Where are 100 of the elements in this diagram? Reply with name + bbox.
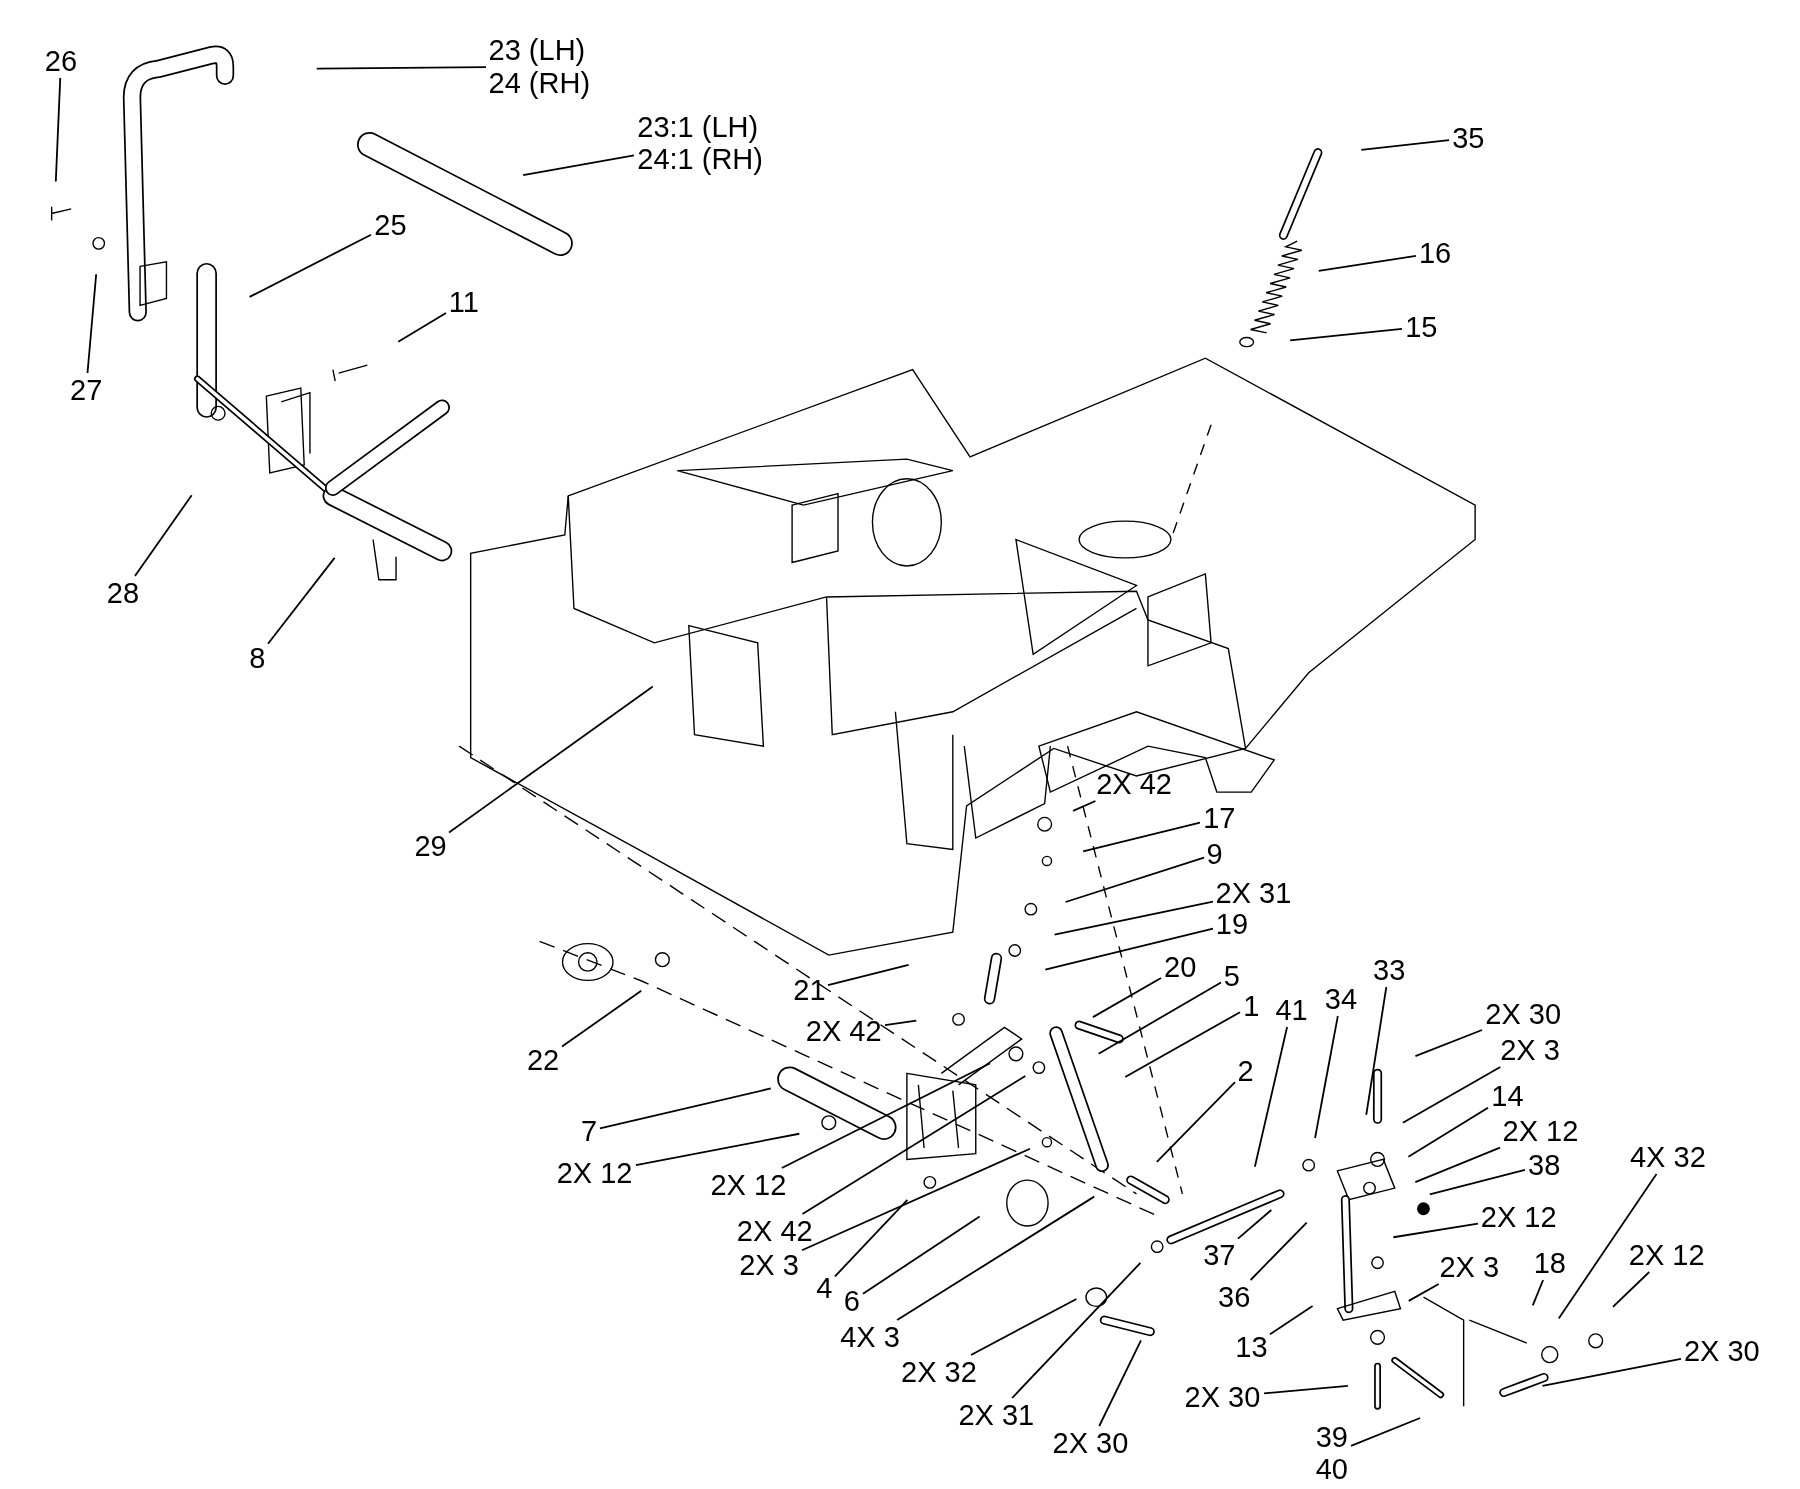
callout-number: 2X 31 bbox=[1215, 877, 1292, 910]
leader-line bbox=[635, 1132, 801, 1167]
callout-number: 5 bbox=[1223, 959, 1240, 993]
leader-line bbox=[561, 989, 643, 1048]
callout-number: 11 bbox=[448, 285, 479, 319]
leader-line bbox=[1407, 1283, 1440, 1302]
callout-number: 2X 32 bbox=[901, 1355, 977, 1389]
leader-line bbox=[827, 963, 910, 987]
leader-line bbox=[1011, 1262, 1142, 1399]
callout-number: 2X 12 bbox=[556, 1157, 633, 1190]
callout-number: 29 bbox=[414, 830, 447, 863]
leader-line bbox=[1407, 1106, 1489, 1158]
callout-number: 21 bbox=[793, 973, 826, 1006]
leader-line bbox=[86, 273, 98, 374]
leader-line bbox=[1365, 986, 1388, 1116]
callout-number: 4X 3 bbox=[840, 1321, 900, 1354]
callout-number: 2X 31 bbox=[958, 1399, 1035, 1432]
callout-number: 16 bbox=[1418, 236, 1452, 269]
callout-number: 38 bbox=[1528, 1149, 1561, 1182]
callout-number: 14 bbox=[1491, 1080, 1524, 1113]
callout-number: 26 bbox=[44, 44, 78, 78]
leader-line bbox=[1249, 1221, 1308, 1281]
leader-line bbox=[1350, 1417, 1421, 1447]
callout-number: 15 bbox=[1405, 311, 1438, 344]
callout-number: 13 bbox=[1235, 1330, 1268, 1363]
leader-line bbox=[801, 1075, 1027, 1215]
callout-number: 2X 30 bbox=[1184, 1381, 1261, 1414]
leader-line bbox=[267, 557, 336, 645]
leader-line bbox=[1414, 1146, 1501, 1183]
leader-line bbox=[1124, 1011, 1241, 1078]
leader-line bbox=[1428, 1169, 1526, 1196]
callout-number: 2X 3 bbox=[1439, 1251, 1500, 1284]
callout-number: 2X 3 bbox=[739, 1249, 799, 1282]
leader-line bbox=[1531, 1279, 1544, 1307]
leader-line bbox=[1253, 1026, 1288, 1168]
leader-line bbox=[1314, 1015, 1339, 1139]
leader-line bbox=[1237, 1209, 1273, 1240]
leader-line bbox=[397, 312, 447, 343]
leader-line bbox=[1092, 977, 1162, 1019]
leader-line bbox=[1097, 981, 1222, 1055]
callout-number: 2X 42 bbox=[805, 1014, 882, 1048]
leader-line bbox=[1072, 800, 1097, 812]
leader-line bbox=[1317, 255, 1417, 272]
callout-number: 18 bbox=[1533, 1246, 1566, 1280]
callout-number: 23:1 (LH) 24:1 (RH) bbox=[637, 111, 763, 176]
leader-line bbox=[1064, 856, 1205, 903]
leader-line bbox=[1155, 1081, 1236, 1163]
callout-number: 4X 32 bbox=[1630, 1141, 1706, 1174]
leader-line bbox=[884, 1019, 918, 1026]
callout-number: 2X 30 bbox=[1683, 1335, 1760, 1368]
callout-number: 2X 12 bbox=[710, 1168, 787, 1202]
callout-number: 2X 30 bbox=[1052, 1427, 1129, 1460]
leader-line bbox=[1044, 927, 1214, 971]
leader-line bbox=[1360, 139, 1450, 151]
leader-line bbox=[134, 494, 193, 577]
callout-number: 41 bbox=[1275, 994, 1308, 1027]
callout-number: 8 bbox=[249, 641, 266, 675]
callout-number: 2X 12 bbox=[1628, 1238, 1705, 1272]
leader-line bbox=[1098, 1339, 1142, 1427]
callout-number: 37 bbox=[1203, 1238, 1236, 1272]
leader-line bbox=[1289, 328, 1403, 342]
callout-number: 2X 12 bbox=[1502, 1114, 1579, 1148]
callout-number: 2X 42 bbox=[1096, 768, 1172, 801]
callout-number: 19 bbox=[1215, 908, 1248, 941]
callout-number: 36 bbox=[1218, 1281, 1251, 1314]
leader-line bbox=[862, 1215, 981, 1295]
callout-number: 27 bbox=[70, 374, 103, 407]
leader-line bbox=[780, 1062, 992, 1169]
leader-line bbox=[1053, 900, 1214, 936]
callout-number: 2 bbox=[1237, 1055, 1254, 1088]
callout-number: 4 bbox=[816, 1272, 833, 1305]
leader-line bbox=[1414, 1029, 1483, 1057]
callout-number: 34 bbox=[1324, 982, 1358, 1016]
leader-line bbox=[448, 685, 654, 834]
callout-number: 17 bbox=[1203, 802, 1236, 835]
leader-line bbox=[801, 1147, 1031, 1252]
leader-line bbox=[1263, 1384, 1349, 1395]
callout-number: 20 bbox=[1164, 950, 1197, 984]
callout-number: 39 40 bbox=[1315, 1420, 1348, 1486]
callout-number: 2X 42 bbox=[736, 1214, 813, 1248]
callout-number: 2X 3 bbox=[1500, 1034, 1560, 1067]
callout-number: 33 bbox=[1373, 954, 1406, 987]
leader-line bbox=[1402, 1066, 1502, 1124]
leader-line bbox=[970, 1298, 1078, 1356]
callout-number: 1 bbox=[1243, 989, 1260, 1023]
callout-number: 22 bbox=[527, 1043, 560, 1077]
callout-number: 25 bbox=[374, 209, 407, 242]
callout-number: 7 bbox=[580, 1114, 598, 1148]
callout-number: 23 (LH) 24 (RH) bbox=[488, 34, 591, 99]
leader-line bbox=[599, 1087, 772, 1130]
leader-line bbox=[522, 154, 635, 176]
leader-line bbox=[1612, 1271, 1651, 1308]
leader-line bbox=[1082, 821, 1201, 853]
leader-line bbox=[1392, 1222, 1479, 1239]
callout-number: 2X 12 bbox=[1480, 1200, 1557, 1234]
callout-number: 35 bbox=[1452, 121, 1485, 155]
leader-line bbox=[834, 1198, 909, 1278]
leader-line bbox=[248, 233, 372, 298]
callout-number: 28 bbox=[106, 577, 140, 610]
leader-line bbox=[315, 66, 487, 70]
